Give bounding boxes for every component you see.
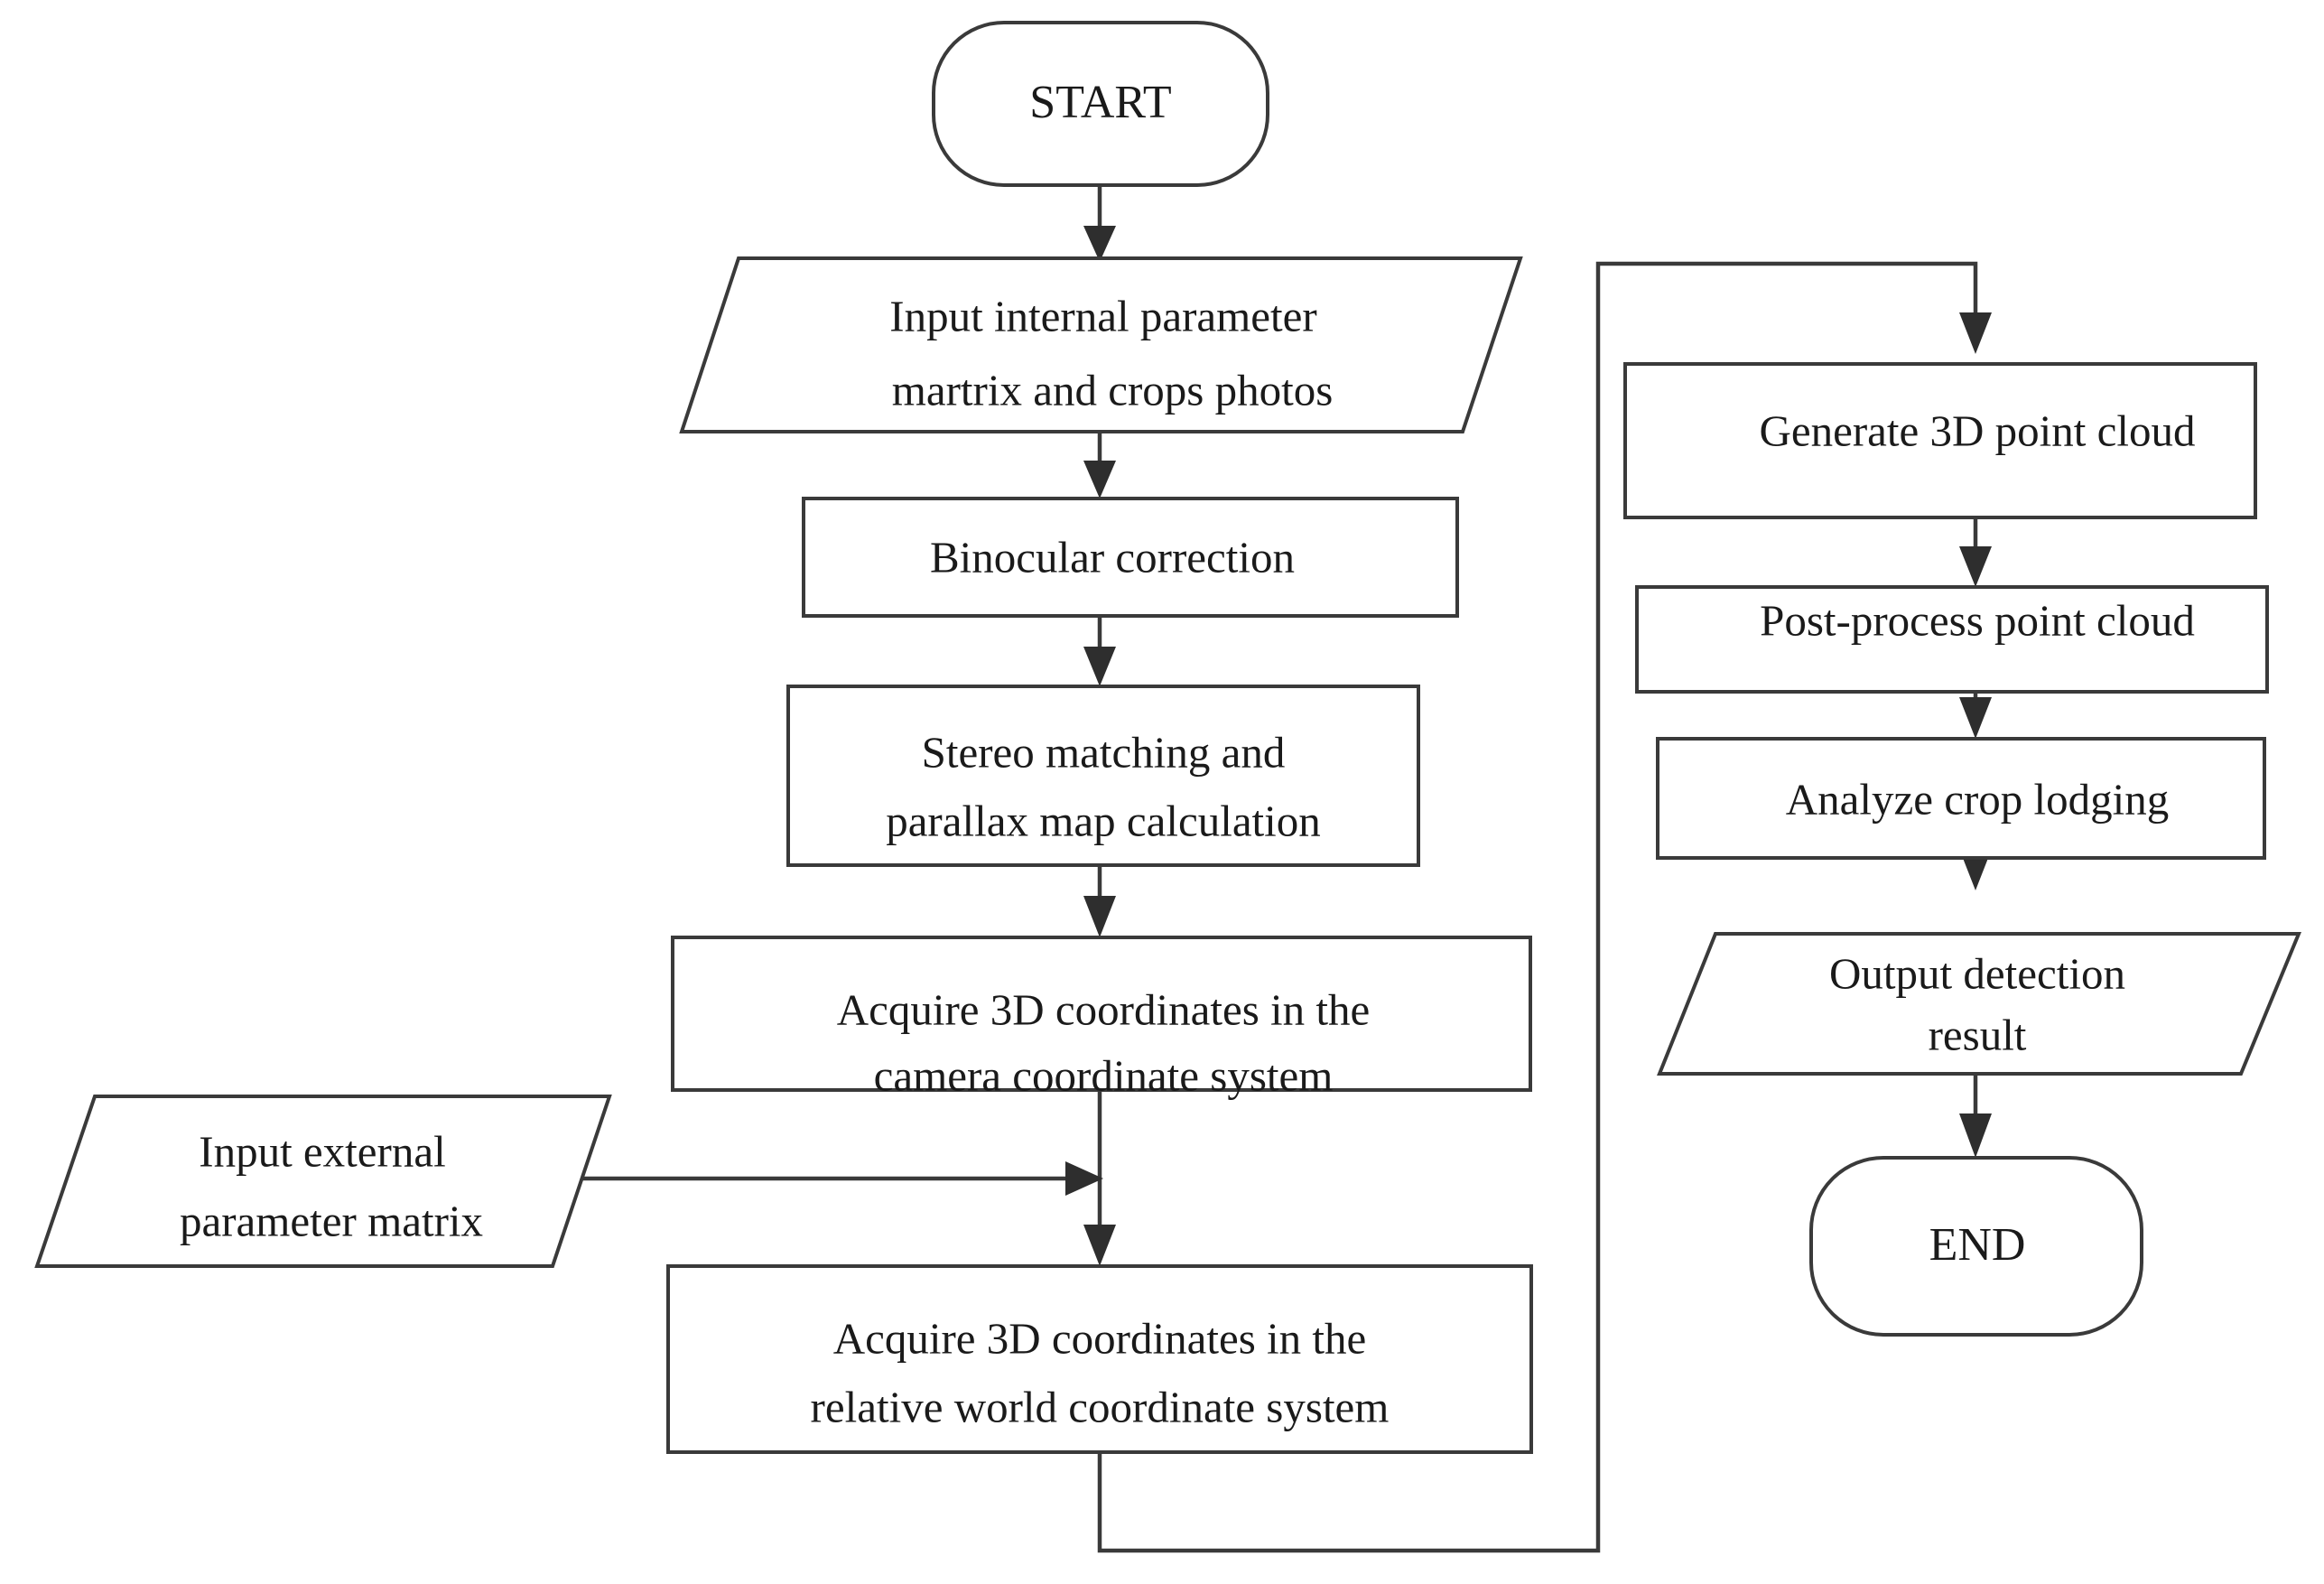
input-external-parameter-label-line2: parameter matrix [180, 1196, 483, 1245]
node-analyze-crop-lodging[interactable]: Analyze crop lodging [1656, 737, 2266, 860]
node-stereo-matching[interactable]: Stereo matching and parallax map calcula… [786, 685, 1420, 867]
edge-input-external-to-world-coords [578, 1161, 1103, 1196]
input-internal-parameter-label-line2: martrix and crops photos [892, 365, 1334, 415]
node-end[interactable]: END [1809, 1156, 2143, 1337]
output-detection-result-label-line2: result [1929, 1010, 2027, 1059]
node-input-external-parameter[interactable]: Input external parameter matrix [34, 1095, 612, 1268]
edge-generate-cloud-to-postprocess [1959, 517, 1992, 587]
node-postprocess-point-cloud[interactable]: Post-process point cloud [1635, 585, 2269, 694]
node-start[interactable]: START [932, 21, 1269, 187]
edge-input-internal-to-binocular [1083, 432, 1116, 498]
node-binocular-correction[interactable]: Binocular correction [802, 497, 1459, 618]
analyze-crop-lodging-label: Analyze crop lodging [1786, 774, 2170, 824]
edge-output-result-to-end [1959, 1074, 1992, 1158]
world-coordinates-label-line2: relative world coordinate system [811, 1382, 1390, 1431]
input-external-parameter-label-line1: Input external [199, 1126, 445, 1176]
generate-point-cloud-label: Generate 3D point cloud [1759, 405, 2195, 455]
node-output-detection-result[interactable]: Output detection result [1657, 932, 2301, 1076]
binocular-correction-label: Binocular correction [930, 532, 1295, 582]
postprocess-point-cloud-label: Post-process point cloud [1760, 595, 2195, 645]
node-camera-coordinates[interactable]: Acquire 3D coordinates in the camera coo… [671, 936, 1532, 1100]
stereo-matching-shape [786, 685, 1420, 867]
end-shape [1809, 1156, 2143, 1337]
start-label: START [1029, 77, 1171, 128]
node-input-internal-parameter[interactable]: Input internal parameter martrix and cro… [679, 256, 1523, 433]
edge-stereo-to-camera-coords [1083, 865, 1116, 937]
analyze-crop-lodging-shape [1656, 737, 2266, 860]
world-coordinates-shape [666, 1264, 1533, 1454]
binocular-correction-shape [802, 497, 1459, 618]
connector-layer [578, 185, 1992, 1553]
camera-coordinates-shape [671, 936, 1532, 1092]
end-label: END [1929, 1219, 2026, 1271]
node-generate-point-cloud[interactable]: Generate 3D point cloud [1623, 362, 2257, 519]
stereo-matching-label-line2: parallax map calculation [886, 796, 1321, 845]
edge-binocular-to-stereo [1083, 616, 1116, 686]
edge-camera-coords-to-world-coords [1083, 1090, 1116, 1266]
world-coordinates-label-line1: Acquire 3D coordinates in the [833, 1313, 1367, 1363]
node-world-coordinates[interactable]: Acquire 3D coordinates in the relative w… [666, 1264, 1533, 1454]
edge-world-coords-loop-to-generate-cloud [1097, 261, 1992, 1553]
input-internal-parameter-label-line1: Input internal parameter [889, 291, 1316, 340]
input-internal-parameter-shape [679, 256, 1523, 433]
camera-coordinates-label-line1: Acquire 3D coordinates in the [837, 984, 1371, 1034]
generate-point-cloud-shape [1623, 362, 2257, 519]
edge-start-to-input-internal [1083, 185, 1116, 262]
postprocess-point-cloud-shape [1635, 585, 2269, 694]
output-detection-result-label-line1: Output detection [1829, 948, 2125, 998]
input-external-parameter-shape [34, 1095, 612, 1268]
start-shape [932, 21, 1269, 187]
stereo-matching-label-line1: Stereo matching and [922, 727, 1286, 777]
output-detection-result-shape [1657, 932, 2301, 1076]
camera-coordinates-label-line2: camera coordinate system [874, 1050, 1334, 1100]
